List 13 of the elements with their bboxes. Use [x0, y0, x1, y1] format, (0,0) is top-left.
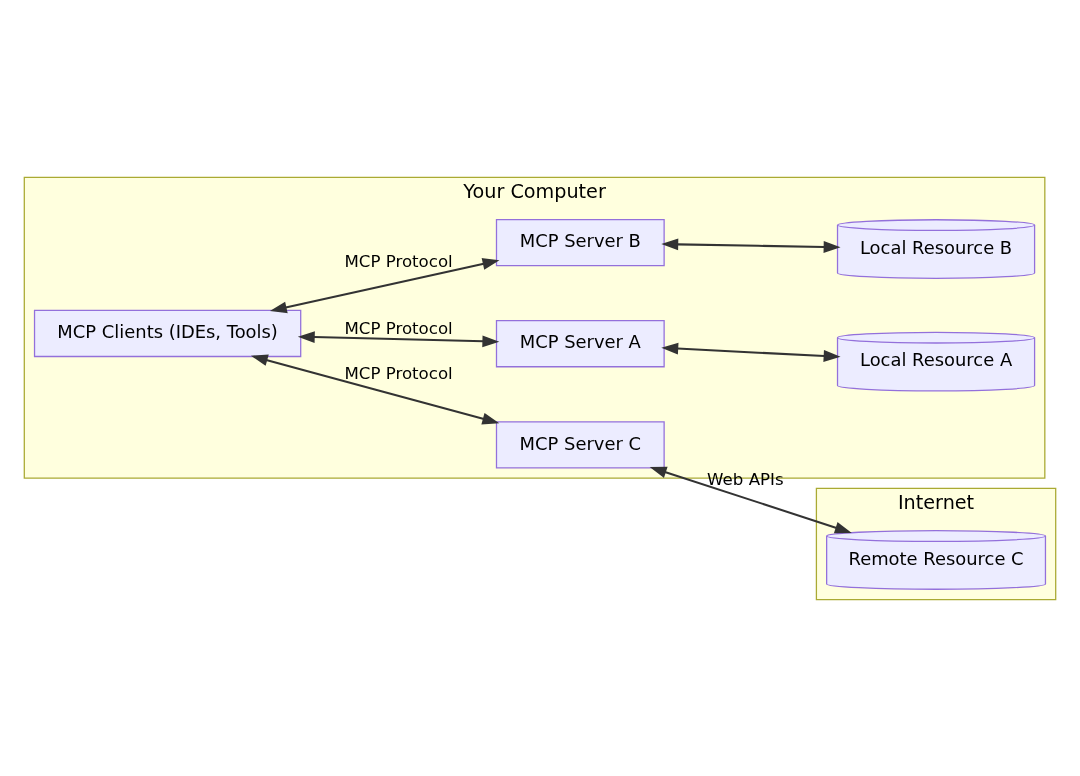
arrow [297, 330, 500, 347]
edge-label: MCP Protocol [344, 318, 453, 338]
arrow [250, 353, 500, 424]
arrow [661, 342, 841, 362]
node-box: MCP Clients (IDEs, Tools) [33, 309, 302, 357]
node-box: MCP Server A [495, 319, 665, 367]
edge-label: MCP Protocol [344, 251, 453, 271]
arrow [649, 466, 852, 533]
node-box: MCP Server B [495, 218, 665, 266]
arrow [661, 237, 841, 253]
node-box: MCP Server C [495, 420, 665, 468]
arrow [269, 257, 500, 313]
edge-label: MCP Protocol [344, 363, 453, 383]
